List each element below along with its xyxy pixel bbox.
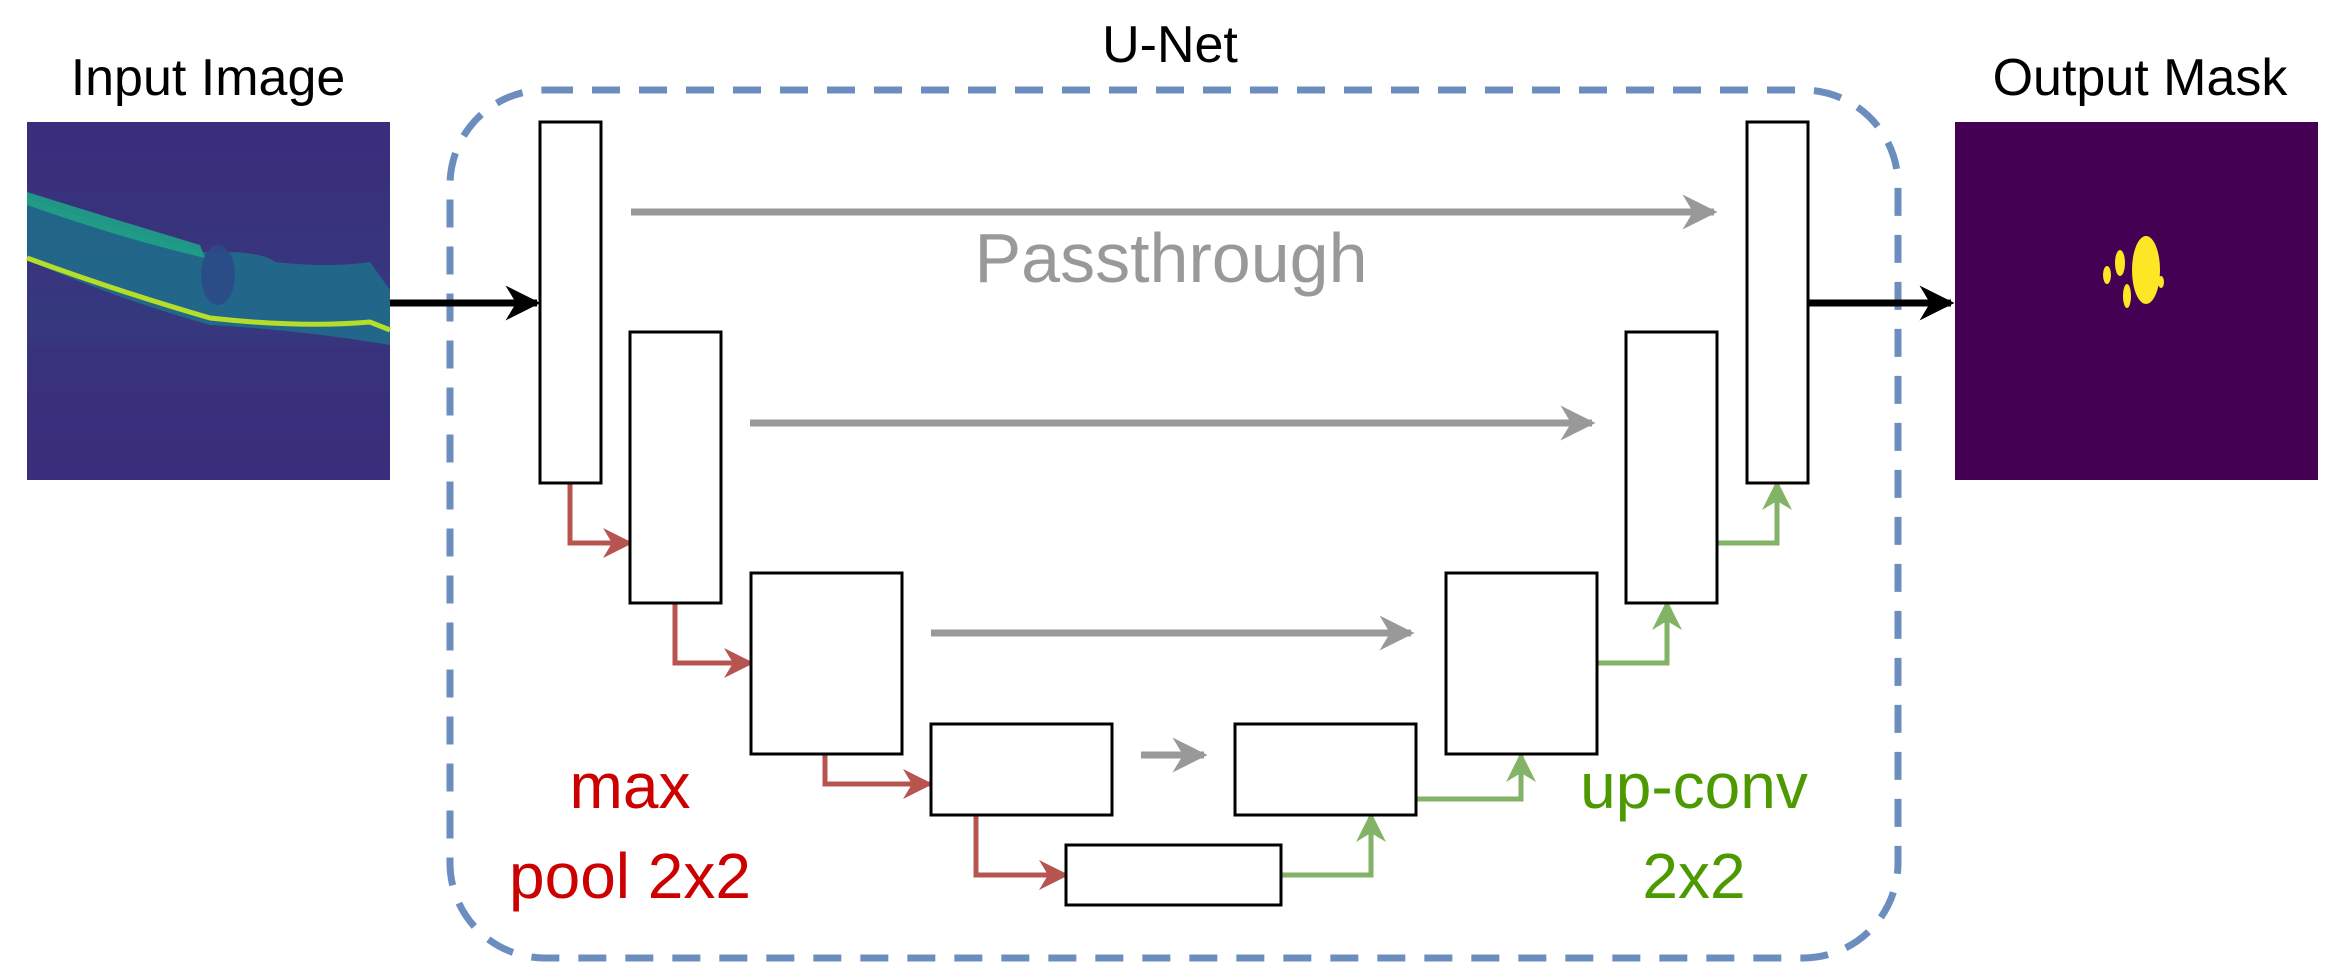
mask-blob-small bbox=[2103, 266, 2111, 284]
encoder-block-3 bbox=[749, 571, 904, 756]
decoder-block-4 bbox=[1233, 722, 1418, 817]
output-mask bbox=[1955, 122, 2318, 480]
upconv-arrow bbox=[1281, 812, 1386, 878]
mask-blob-main bbox=[2132, 236, 2160, 304]
decoder-block-2 bbox=[1624, 330, 1719, 605]
unet-frame bbox=[446, 86, 1902, 962]
mask-blob-small bbox=[2123, 284, 2131, 308]
upconv-label-line-2: 2x2 bbox=[1642, 840, 1745, 912]
upconv-arrow bbox=[1717, 480, 1792, 546]
oct-bright-layer bbox=[26, 255, 391, 333]
maxpool-arrow bbox=[973, 815, 1069, 890]
maxpool-label-line-1: max bbox=[570, 750, 691, 822]
upconv-arrow bbox=[1416, 752, 1536, 802]
decoder-block-1 bbox=[1745, 120, 1810, 485]
maxpool-arrow bbox=[567, 483, 633, 558]
title: U-Net bbox=[1102, 16, 1238, 74]
output-mask-label: Output Mask bbox=[1993, 49, 2289, 107]
encoder-block-4 bbox=[929, 722, 1114, 817]
decoder-block-3 bbox=[1444, 571, 1599, 756]
upconv-label-line-1: up-conv bbox=[1580, 750, 1808, 822]
input-image-label: Input Image bbox=[71, 49, 346, 107]
encoder-block-1 bbox=[538, 120, 603, 485]
mask-blob-small bbox=[2115, 250, 2125, 276]
maxpool-label-line-2: pool 2x2 bbox=[509, 840, 751, 912]
input-image bbox=[26, 122, 391, 480]
oct-inner-layer bbox=[27, 192, 205, 258]
passthrough-label: Passthrough bbox=[974, 219, 1367, 297]
mask-blob-small bbox=[2158, 276, 2164, 288]
encoder-block-2 bbox=[628, 330, 723, 605]
oct-cyst bbox=[201, 245, 235, 305]
bottleneck-block bbox=[1064, 843, 1283, 907]
maxpool-arrow bbox=[672, 603, 754, 678]
maxpool-arrow bbox=[822, 754, 933, 799]
upconv-arrow bbox=[1597, 600, 1682, 666]
